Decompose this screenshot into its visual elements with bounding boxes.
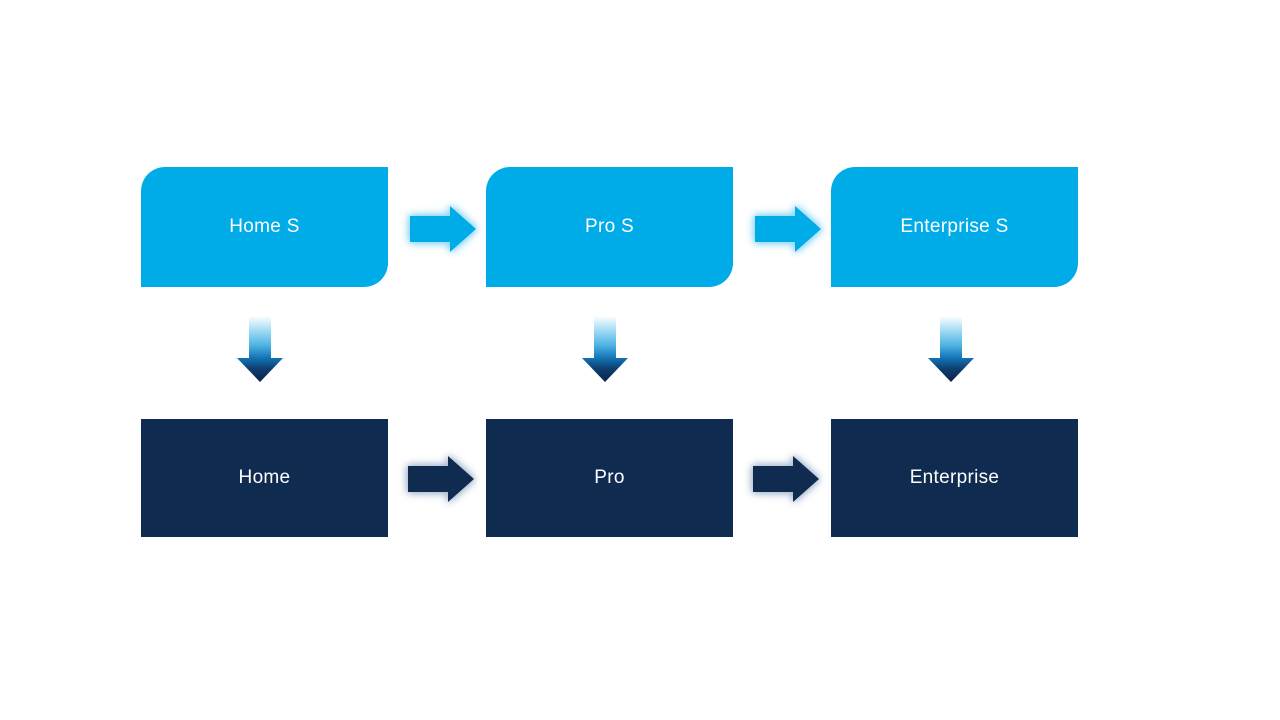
box-pro-label: Pro <box>594 467 625 488</box>
box-home-label: Home <box>238 467 291 488</box>
box-enterprise-s: Enterprise S <box>831 167 1078 287</box>
box-pro: Pro <box>486 419 733 537</box>
arrow-down-icon <box>928 316 974 382</box>
arrow-right-icon <box>755 206 821 252</box>
arrow-down-icon <box>237 316 283 382</box>
box-enterprise-s-label: Enterprise S <box>900 216 1009 237</box>
arrow-right-icon <box>410 206 476 252</box>
box-enterprise: Enterprise <box>831 419 1078 537</box>
arrow-down-icon <box>582 316 628 382</box>
arrow-right-icon <box>753 455 819 503</box>
box-home-s-label: Home S <box>229 216 300 237</box>
box-enterprise-label: Enterprise <box>909 467 1000 488</box>
box-pro-s-label: Pro S <box>584 216 635 237</box>
box-home-s: Home S <box>141 167 388 287</box>
box-home: Home <box>141 419 388 537</box>
box-pro-s: Pro S <box>486 167 733 287</box>
arrow-right-icon <box>408 455 474 503</box>
